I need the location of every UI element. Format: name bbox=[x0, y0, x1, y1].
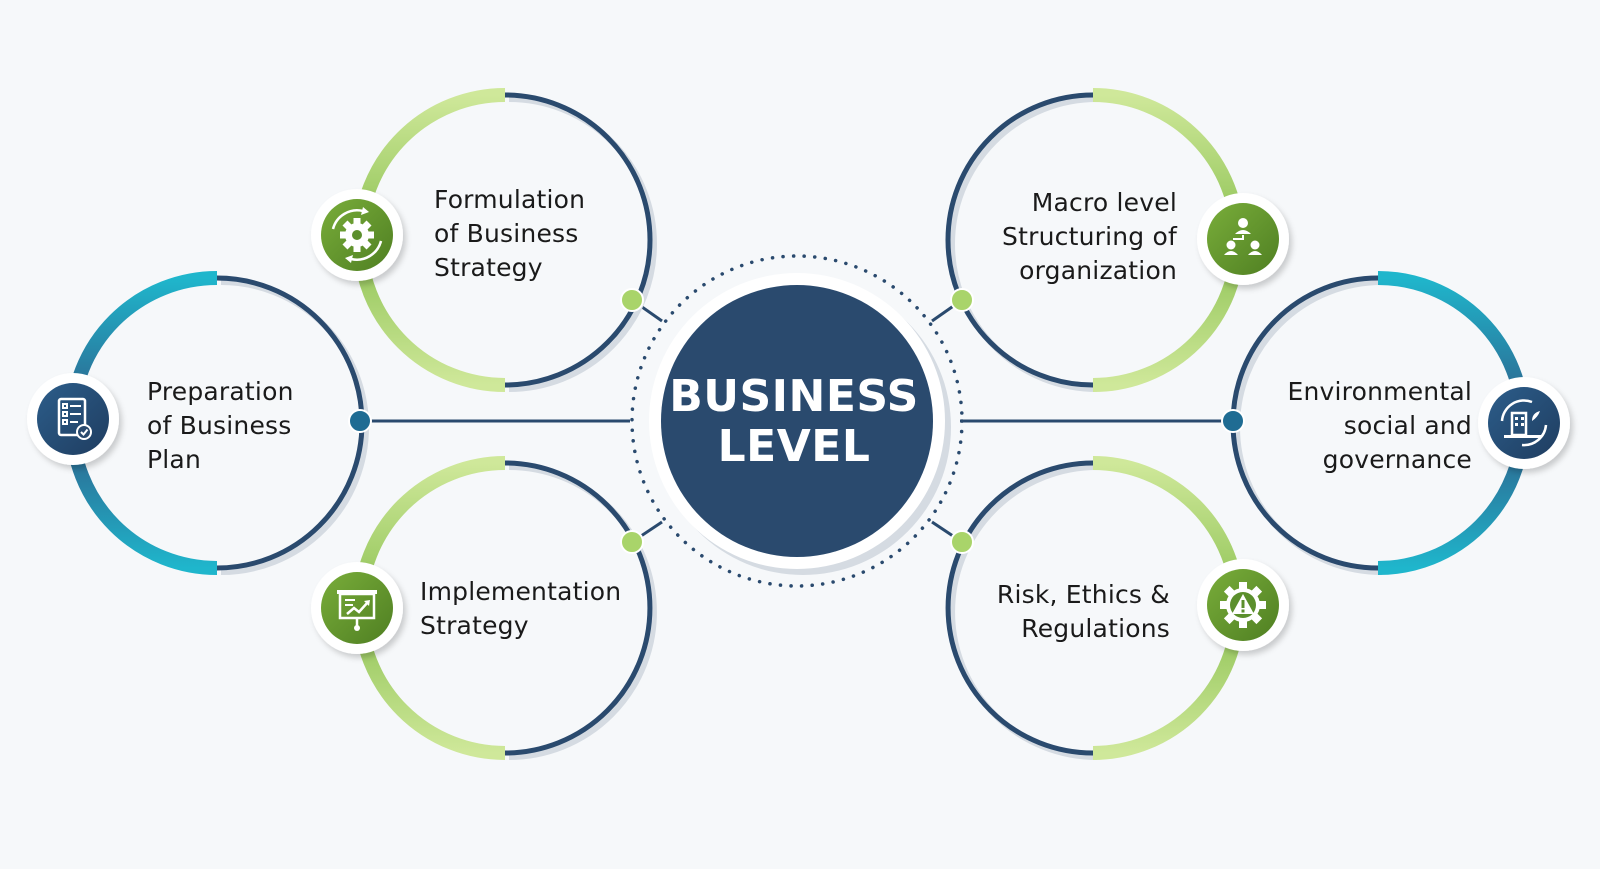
label-macro-line: Macro level bbox=[1031, 188, 1177, 217]
center-title-line-1: BUSINESS bbox=[669, 371, 919, 422]
label-environmental-line: social and bbox=[1343, 411, 1472, 440]
label-implementation: Implementation Strategy bbox=[420, 575, 621, 643]
label-formulation: Formulation of Business Strategy bbox=[434, 183, 585, 285]
label-implementation-line: Strategy bbox=[420, 611, 529, 640]
label-environmental: Environmental social and governance bbox=[1288, 375, 1473, 477]
gear-cycle-icon bbox=[311, 189, 403, 281]
center-title-line-2: LEVEL bbox=[717, 421, 871, 472]
center-title: BUSINESS LEVEL bbox=[659, 372, 929, 472]
label-preparation-line: Preparation bbox=[147, 377, 294, 406]
label-risk-line: Risk, Ethics & bbox=[996, 580, 1170, 609]
label-preparation-line: of Business bbox=[147, 411, 292, 440]
label-macro: Macro level Structuring of organization bbox=[1002, 186, 1177, 288]
label-environmental-line: Environmental bbox=[1287, 377, 1472, 406]
label-macro-line: organization bbox=[1019, 256, 1177, 285]
org-structure-icon bbox=[1197, 193, 1289, 285]
eco-building-icon bbox=[1478, 377, 1570, 469]
label-implementation-line: Implementation bbox=[420, 577, 622, 606]
junction-dots bbox=[348, 288, 1245, 554]
center-hub bbox=[630, 254, 964, 588]
label-formulation-line: Strategy bbox=[434, 253, 543, 282]
label-formulation-line: of Business bbox=[434, 219, 579, 248]
label-risk: Risk, Ethics & Regulations bbox=[997, 578, 1170, 646]
label-risk-line: Regulations bbox=[1021, 614, 1170, 643]
label-preparation: Preparation of Business Plan bbox=[147, 375, 294, 477]
presentation-board-icon bbox=[311, 562, 403, 654]
label-environmental-line: governance bbox=[1322, 445, 1472, 474]
checklist-icon bbox=[27, 373, 119, 465]
label-macro-line: Structuring of bbox=[1002, 222, 1177, 251]
label-preparation-line: Plan bbox=[147, 445, 201, 474]
label-formulation-line: Formulation bbox=[434, 185, 586, 214]
warning-gear-icon bbox=[1197, 559, 1289, 651]
